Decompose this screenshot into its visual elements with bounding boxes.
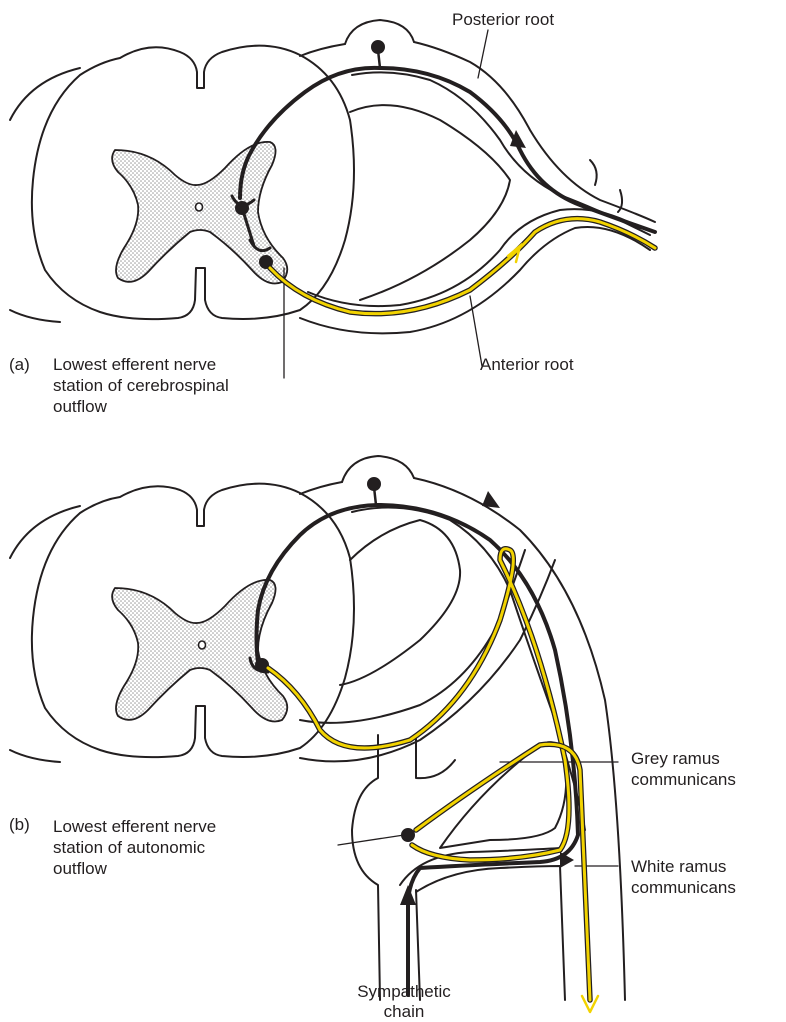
chain-arrow-b (400, 885, 416, 905)
label-grey-ramus-line2: communicans (631, 770, 736, 789)
sympathetic-chain-left (352, 735, 380, 1000)
label-lowest-station-a-line2: station of cerebrospinal (53, 376, 229, 395)
label-white-ramus-line1: White ramus (631, 857, 726, 876)
label-sympathetic-chain-line1: Sympathetic (344, 982, 464, 1001)
label-sympathetic-chain-line2: chain (344, 1002, 464, 1021)
label-white-ramus-line2: communicans (631, 878, 736, 897)
anterior-root-outer-a (300, 227, 650, 333)
outer-membrane-left-a2 (10, 310, 60, 322)
anterior-root-inner-a (308, 209, 640, 306)
efferent-fibre-b-fill (268, 549, 569, 860)
root-loop-inner-a (350, 105, 510, 300)
leader-lowest-station-b (338, 835, 404, 845)
label-posterior-root: Posterior root (452, 10, 554, 29)
label-grey-ramus-line1: Grey ramus (631, 749, 720, 768)
root-notch-a (590, 160, 597, 185)
label-panel-a: (a) (9, 355, 30, 374)
panel-a (10, 20, 655, 378)
white-ramus-lower (416, 866, 565, 1000)
posterior-root-ganglion-b (342, 456, 414, 482)
outer-membrane-left-a (10, 68, 80, 120)
efferent-fibre-b (268, 549, 598, 1012)
central-canal-b (199, 641, 206, 649)
central-canal-a (196, 203, 203, 211)
outer-membrane-left-b (10, 506, 80, 558)
label-anterior-root: Anterior root (480, 355, 574, 374)
root-loop-inner-b (340, 520, 460, 685)
ganglion-cell-a (372, 41, 384, 53)
efferent-fibre-b-outline (268, 549, 569, 860)
label-lowest-station-b-line2: station of autonomic (53, 838, 205, 857)
spinal-cord-outline-b (32, 484, 354, 757)
afferent-fibre-a-distal (380, 68, 655, 232)
outer-membrane-left-b2 (10, 750, 60, 762)
sympathetic-chain-right (416, 735, 455, 778)
label-panel-b: (b) (9, 815, 30, 834)
label-lowest-station-b-line3: outflow (53, 859, 107, 878)
grey-ramus-loop (440, 742, 566, 848)
label-lowest-station-b-line1: Lowest efferent nerve (53, 817, 216, 836)
label-lowest-station-a-line3: outflow (53, 397, 107, 416)
root-notch-a2 (618, 190, 622, 212)
afferent-arrow-b (482, 491, 500, 508)
spinal-cord-outline-a (32, 46, 354, 319)
posterior-root-trunk-a-inner (352, 72, 650, 235)
ganglion-cell-b (368, 478, 380, 490)
label-lowest-station-a-line1: Lowest efferent nerve (53, 355, 216, 374)
